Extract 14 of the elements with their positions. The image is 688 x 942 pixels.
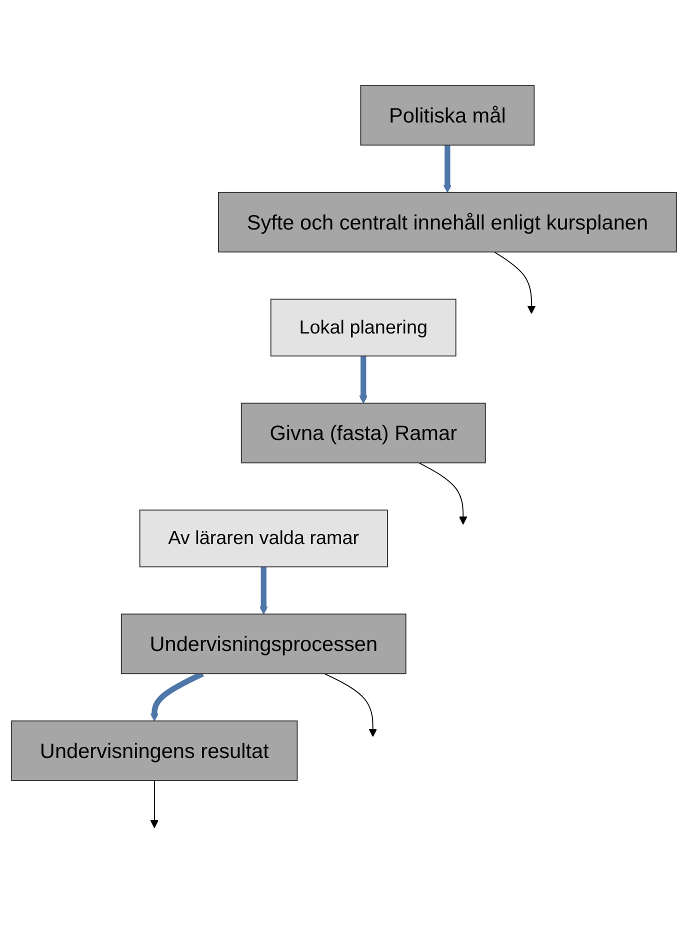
arrow [259, 566, 268, 615]
node-box: Undervisningsprocessen [120, 614, 406, 674]
node-box: Syfte och centralt innehåll enligt kursplanen [218, 192, 677, 253]
node-box: Givna (fasta) Ramar [240, 402, 486, 464]
arrow [324, 673, 378, 738]
arrow [418, 462, 468, 525]
arrow [494, 252, 536, 314]
node-box: Politiska mål [360, 85, 535, 146]
arrow [443, 145, 452, 193]
arrow [359, 356, 368, 404]
node-box: Lokal planering [270, 298, 456, 357]
node-box: Av läraren valda ramar [139, 510, 388, 568]
arrow [150, 780, 159, 828]
node-box: Undervisningens resultat [11, 720, 298, 782]
